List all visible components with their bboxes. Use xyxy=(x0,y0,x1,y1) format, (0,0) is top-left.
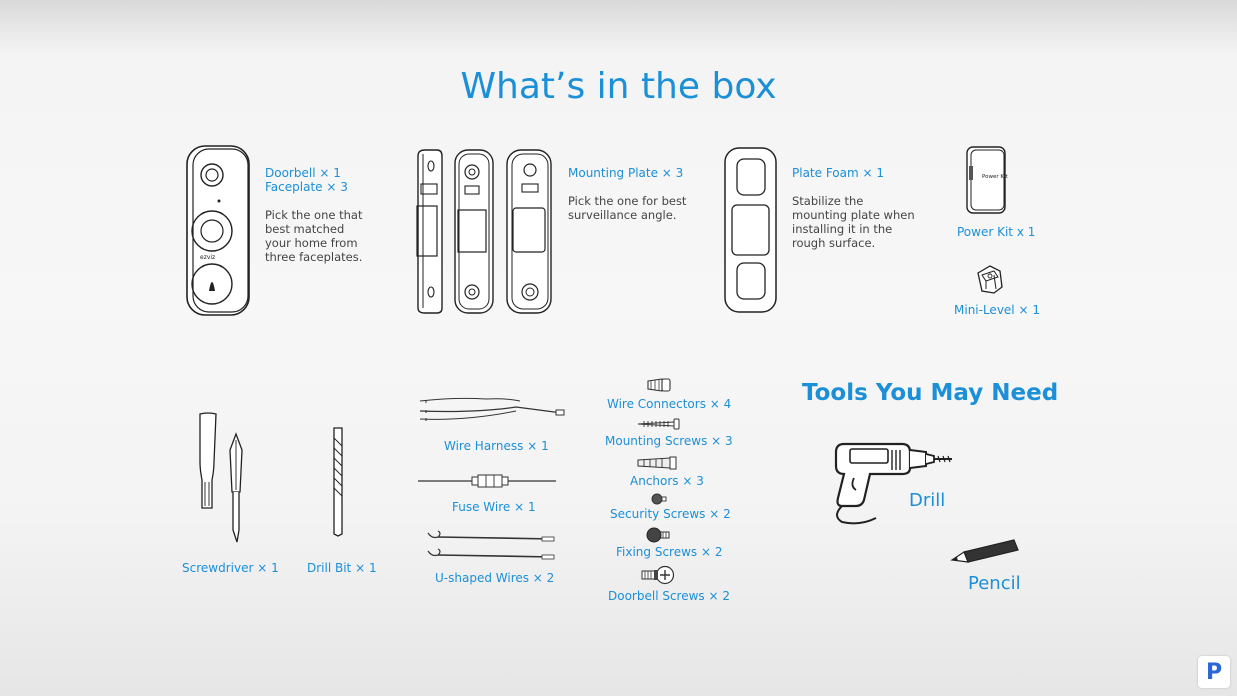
drill-label: Drill xyxy=(909,490,946,511)
security-screws-label: Security Screws × 2 xyxy=(610,507,731,521)
mounting-plate-angled-illustration xyxy=(506,149,552,314)
brand-text: ezviz xyxy=(200,254,215,261)
plate-foam-description: Stabilize the mounting plate when instal… xyxy=(792,194,915,250)
power-kit-label: Power Kit x 1 xyxy=(957,225,1036,239)
fixing-screw-icon xyxy=(646,527,670,543)
watermark-logo: P xyxy=(1198,656,1230,688)
anchors-label: Anchors × 3 xyxy=(630,474,704,488)
doorbell-screws-label: Doorbell Screws × 2 xyxy=(608,589,730,603)
u-shaped-wires-label: U-shaped Wires × 2 xyxy=(435,571,555,585)
mounting-screws-label: Mounting Screws × 3 xyxy=(605,434,733,448)
plate-foam-label: Plate Foam × 1 xyxy=(792,166,885,180)
page-title: What’s in the box xyxy=(460,66,777,107)
power-kit-device-text: Power Kit xyxy=(982,174,1009,180)
fixing-screws-label: Fixing Screws × 2 xyxy=(616,545,723,559)
drill-bit-label: Drill Bit × 1 xyxy=(307,561,377,575)
wire-harness-illustration xyxy=(419,397,565,421)
anchor-icon xyxy=(637,456,677,470)
security-screw-icon xyxy=(651,493,667,505)
pencil-label: Pencil xyxy=(968,573,1021,594)
mounting-plate-description: Pick the one for best surveillance angle… xyxy=(568,194,687,222)
plate-foam-illustration xyxy=(724,147,777,313)
doorbell-illustration: ezviz xyxy=(186,145,250,316)
wire-harness-label: Wire Harness × 1 xyxy=(444,439,549,453)
doorbell-screw-icon xyxy=(641,565,675,585)
screwdriver-label: Screwdriver × 1 xyxy=(182,561,279,575)
fuse-wire-illustration xyxy=(418,474,556,488)
mounting-plate-side-illustration xyxy=(416,149,443,314)
faceplate-label: Faceplate × 3 xyxy=(265,180,348,194)
wire-connectors-label: Wire Connectors × 4 xyxy=(607,397,732,411)
pencil-icon xyxy=(950,539,1019,563)
fuse-wire-label: Fuse Wire × 1 xyxy=(452,500,536,514)
drill-icon xyxy=(834,442,952,525)
screwdriver-illustration xyxy=(199,412,243,543)
tools-heading: Tools You May Need xyxy=(802,380,1059,406)
mini-level-label: Mini-Level × 1 xyxy=(954,303,1040,317)
u-shaped-wires-illustration xyxy=(427,530,555,560)
drill-bit-illustration xyxy=(333,427,343,537)
mini-level-illustration xyxy=(977,265,1003,294)
mounting-plate-front-illustration xyxy=(454,149,494,314)
power-kit-illustration: Power Kit xyxy=(966,146,1009,214)
mounting-plate-label: Mounting Plate × 3 xyxy=(568,166,684,180)
wire-connector-icon xyxy=(647,378,671,392)
mounting-screw-icon xyxy=(637,418,680,430)
doorbell-label: Doorbell × 1 xyxy=(265,166,341,180)
doorbell-description: Pick the one that best matched your home… xyxy=(265,208,363,264)
